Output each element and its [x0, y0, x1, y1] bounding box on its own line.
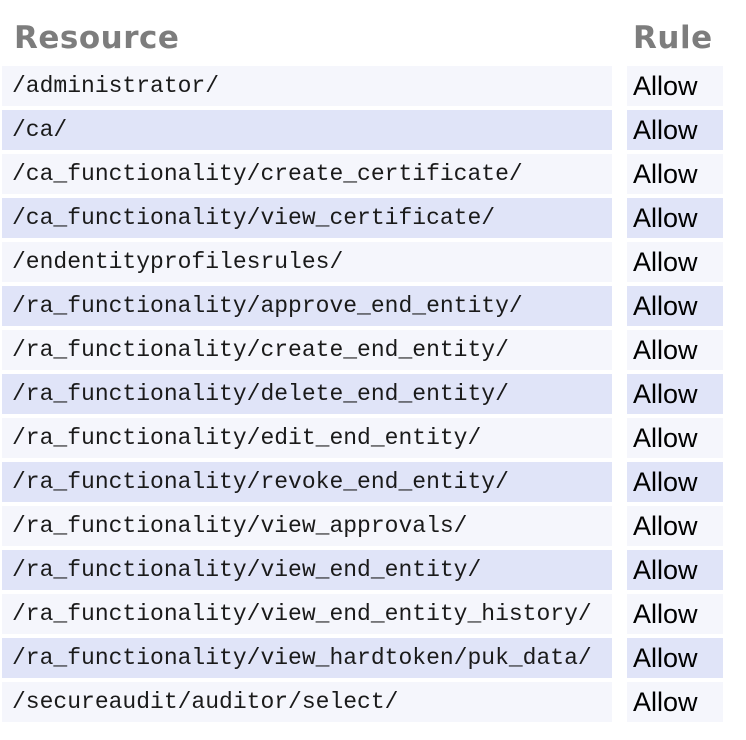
resource-path-cell: /ra_functionality/approve_end_entity/ [2, 286, 612, 326]
resource-path-cell: /endentityprofilesrules/ [2, 242, 612, 282]
rule-value-cell: Allow [627, 286, 723, 326]
resource-path-cell: /secureaudit/auditor/select/ [2, 682, 612, 722]
rule-value-cell: Allow [627, 506, 723, 546]
rule-value-cell: Allow [627, 462, 723, 502]
resource-column-header: Resource [2, 0, 612, 62]
resource-path-cell: /ra_functionality/view_approvals/ [2, 506, 612, 546]
resource-path-cell: /ra_functionality/view_end_entity/ [2, 550, 612, 590]
rule-value-cell: Allow [627, 374, 723, 414]
rule-value-cell: Allow [627, 110, 723, 150]
rule-column-header: Rule [627, 0, 723, 62]
rule-value-cell: Allow [627, 330, 723, 370]
resource-path-cell: /ra_functionality/edit_end_entity/ [2, 418, 612, 458]
access-rules-table: Resource Rule /administrator/ Allow /ca/… [2, 0, 723, 722]
rule-value-cell: Allow [627, 66, 723, 106]
resource-path-cell: /ra_functionality/view_end_entity_histor… [2, 594, 612, 634]
resource-path-cell: /ca_functionality/view_certificate/ [2, 198, 612, 238]
resource-path-cell: /ra_functionality/create_end_entity/ [2, 330, 612, 370]
rule-value-cell: Allow [627, 242, 723, 282]
rule-value-cell: Allow [627, 594, 723, 634]
resource-path-cell: /ca/ [2, 110, 612, 150]
resource-path-cell: /ra_functionality/delete_end_entity/ [2, 374, 612, 414]
resource-path-cell: /administrator/ [2, 66, 612, 106]
rule-value-cell: Allow [627, 154, 723, 194]
resource-path-cell: /ca_functionality/create_certificate/ [2, 154, 612, 194]
resource-path-cell: /ra_functionality/revoke_end_entity/ [2, 462, 612, 502]
rule-value-cell: Allow [627, 638, 723, 678]
rule-value-cell: Allow [627, 418, 723, 458]
rule-value-cell: Allow [627, 550, 723, 590]
rule-value-cell: Allow [627, 198, 723, 238]
resource-path-cell: /ra_functionality/view_hardtoken/puk_dat… [2, 638, 612, 678]
rule-value-cell: Allow [627, 682, 723, 722]
